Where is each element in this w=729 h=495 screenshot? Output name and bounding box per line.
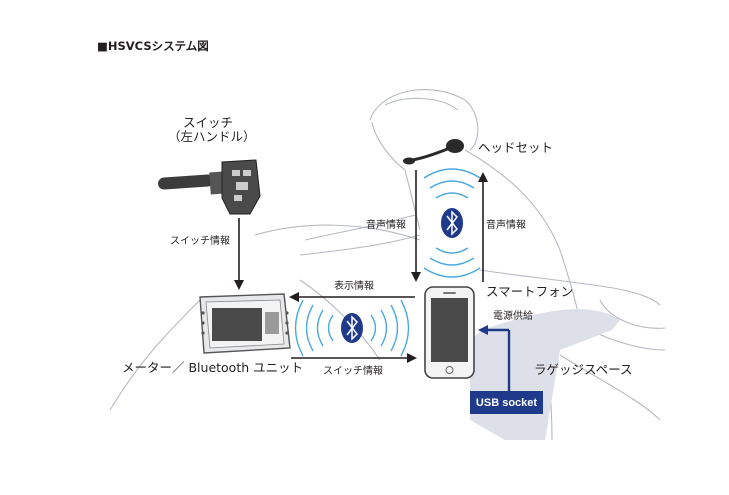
bluetooth-waves-horizontal — [294, 299, 410, 357]
flow-label-power-supply: 電源供給 — [493, 311, 533, 322]
flow-label-voice-left: 音声情報 — [366, 220, 406, 231]
flow-label-switch-info-horizontal: スイッチ情報 — [323, 366, 383, 377]
meter-unit-icon — [199, 293, 291, 354]
smartphone-icon — [424, 286, 475, 379]
headset-icon — [403, 139, 464, 165]
meter-label: メーター／ Bluetooth ユニット — [122, 360, 304, 375]
power-supply-arrowhead — [478, 325, 488, 335]
flow-label-switch-info: スイッチ情報 — [170, 236, 230, 247]
diagram-title: ■HSVCSシステム図 — [97, 39, 209, 53]
switch-label: スイッチ （左ハンドル） — [168, 115, 256, 145]
bluetooth-icon — [341, 313, 363, 343]
bluetooth-icon — [441, 208, 463, 238]
luggage-label: ラゲッジスペース — [534, 362, 633, 377]
bluetooth-waves-vertical — [423, 168, 481, 278]
switch-label-line2: （左ハンドル） — [168, 129, 256, 145]
handlebar-switch-icon — [158, 159, 261, 215]
switch-label-line1: スイッチ — [182, 115, 233, 130]
flow-label-display-info: 表示情報 — [334, 281, 374, 292]
usb-socket-label: USB socket — [470, 391, 543, 414]
headset-label: ヘッドセット — [478, 140, 554, 155]
smartphone-label: スマートフォン — [486, 284, 574, 299]
flow-label-voice-right: 音声情報 — [486, 220, 526, 231]
